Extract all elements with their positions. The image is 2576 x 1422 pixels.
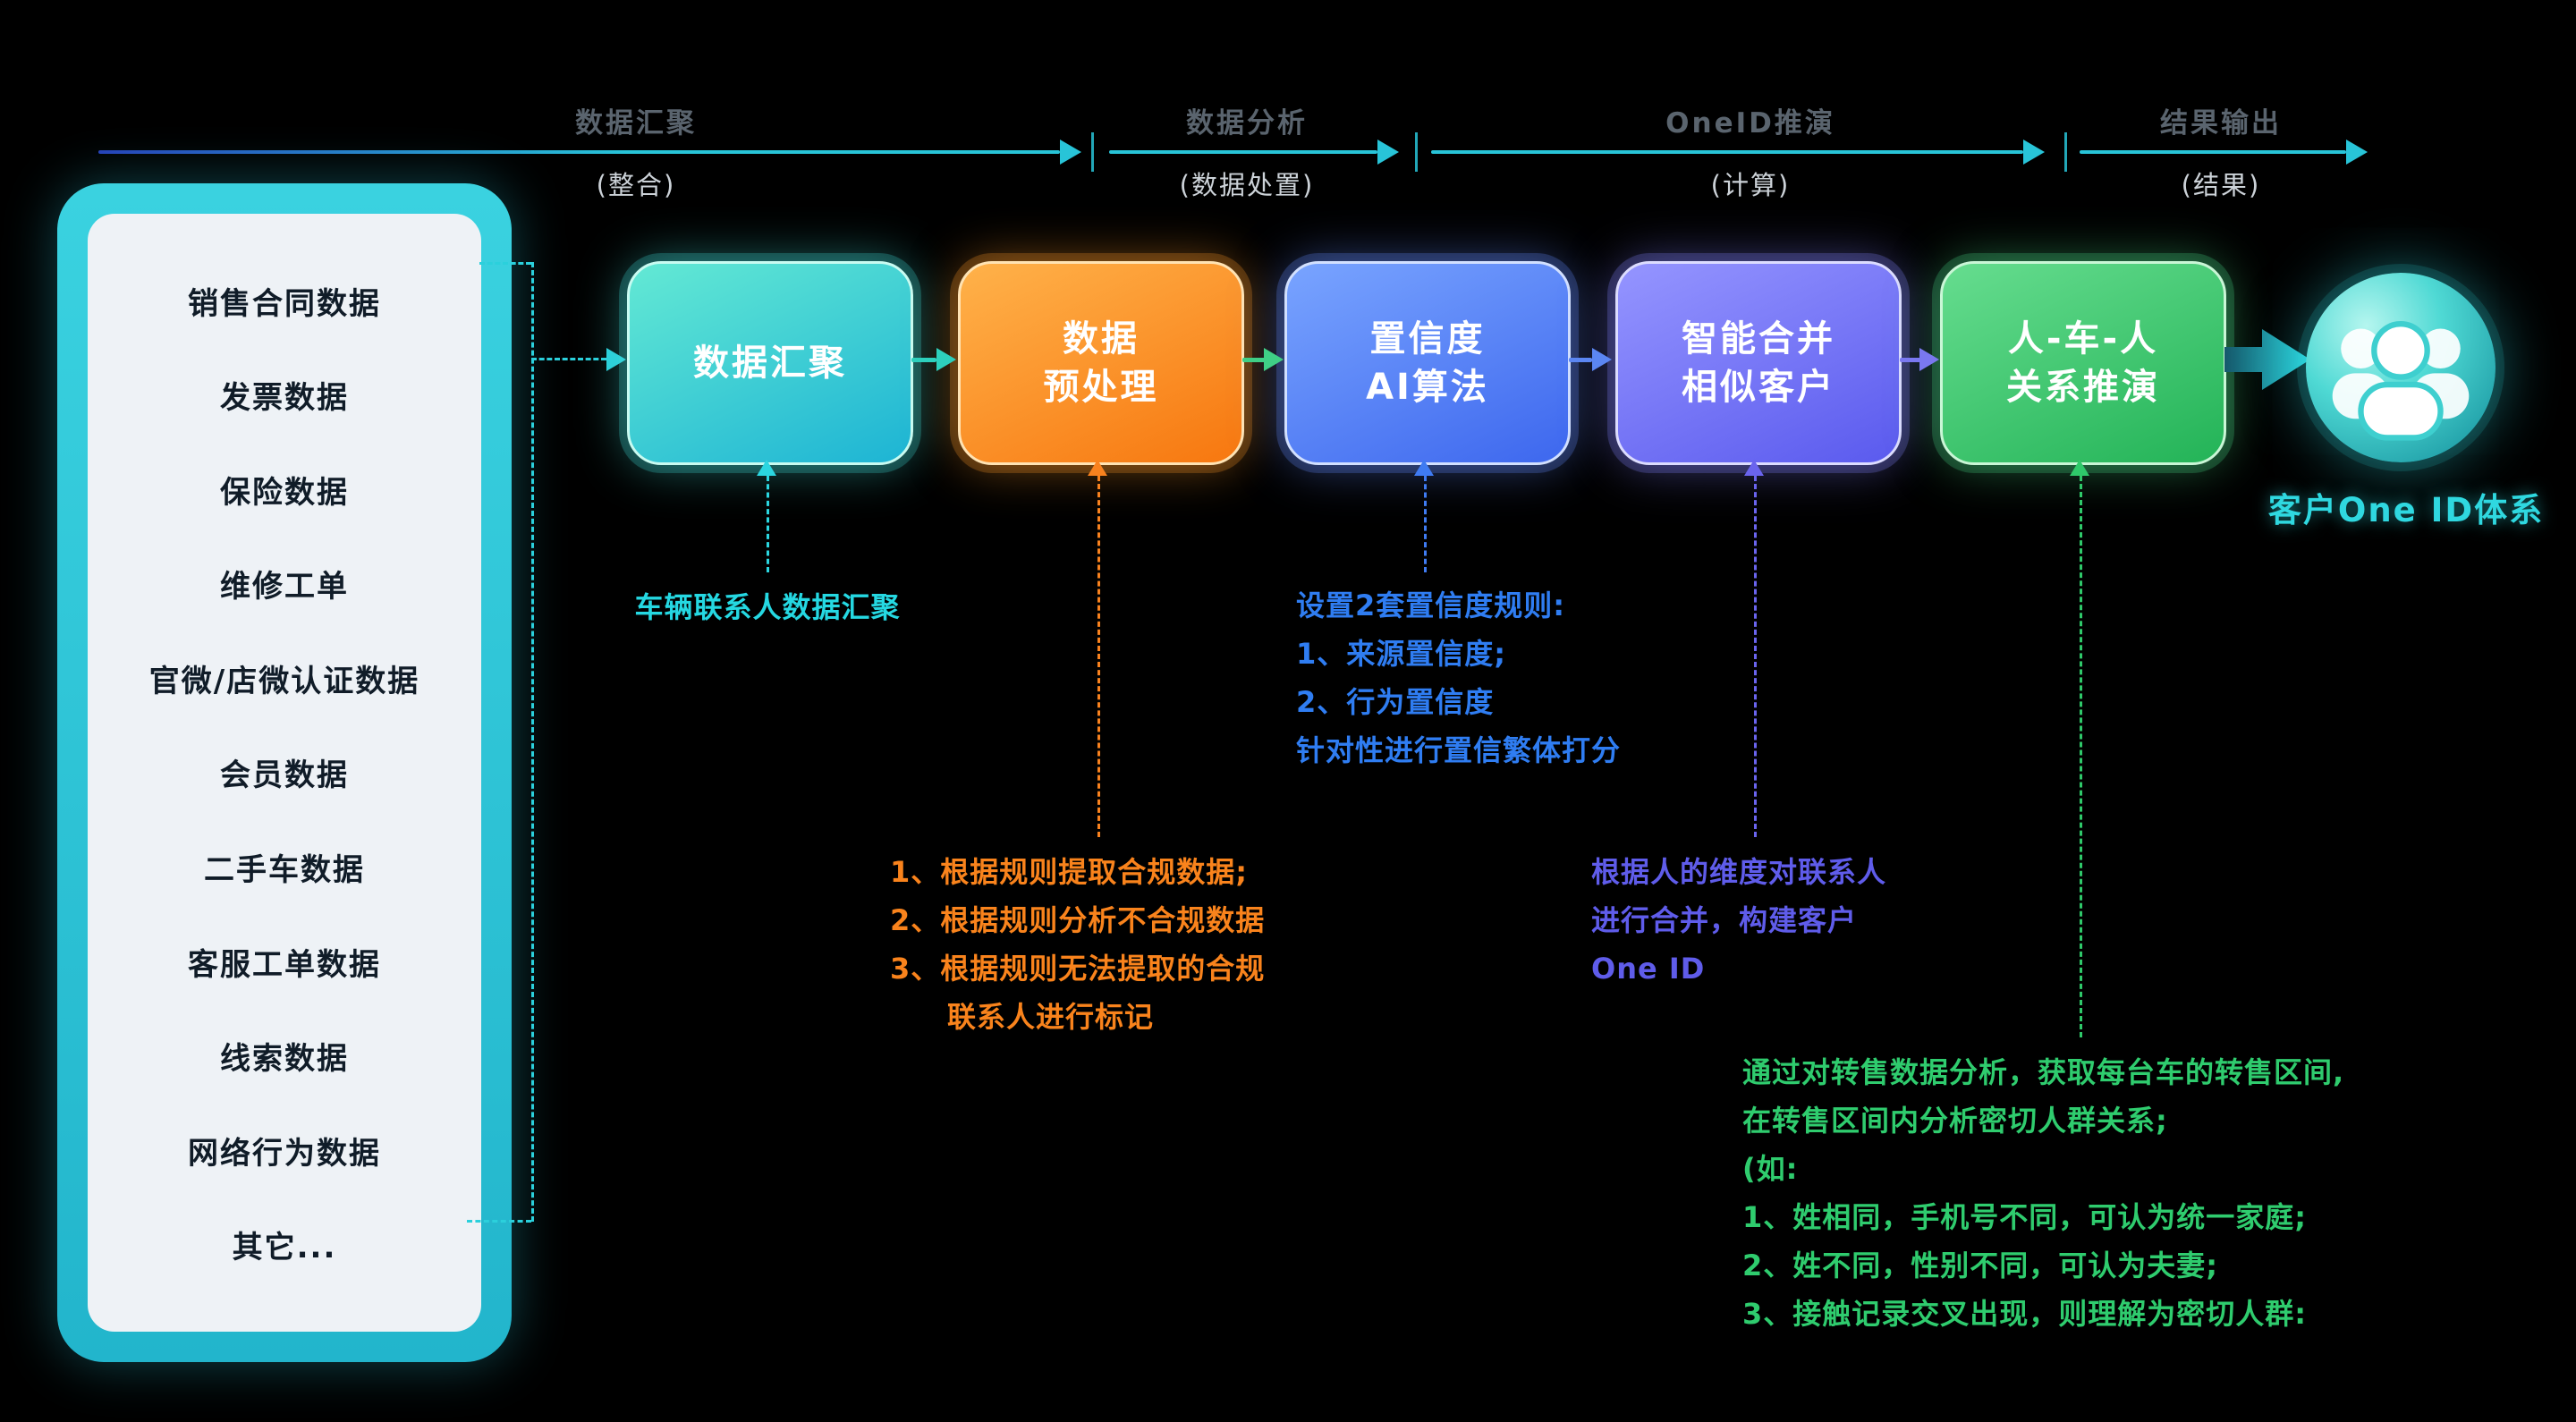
- annotation-line: 1、姓相同，手机号不同，可认为统一家庭;: [1742, 1200, 2308, 1234]
- step-label: 数据: [1063, 318, 1140, 360]
- annotation-line: 1、根据规则提取合规数据;: [890, 855, 1249, 889]
- phase-sub-4: (结果): [2181, 170, 2261, 200]
- annotation-line: 1、来源置信度;: [1296, 637, 1507, 671]
- connector-step4-arrowhead: [1744, 460, 1764, 476]
- people-group-icon: [2332, 321, 2470, 441]
- panel-to-step1-dashed-line: [531, 358, 606, 360]
- step-arrowhead-3: [1592, 348, 1612, 371]
- step-smart-merge: 智能合并 相似客户: [1615, 261, 1902, 465]
- step-arrow-2: [1242, 358, 1266, 362]
- result-label: 客户One ID体系: [2267, 491, 2545, 529]
- connector-step4: [1754, 476, 1757, 837]
- annotation-step2: 1、根据规则提取合规数据; 2、根据规则分析不合规数据 3、根据规则无法提取的合…: [890, 848, 1265, 1041]
- timeline-arrow-1: [98, 150, 1060, 154]
- phase-sub-1: (整合): [596, 170, 676, 200]
- data-sources-list: 销售合同数据 发票数据 保险数据 维修工单 官微/店微认证数据 会员数据 二手车…: [88, 214, 481, 1332]
- step-label: 关系推演: [2006, 367, 2160, 408]
- customer-group-icon: [2306, 273, 2496, 462]
- panel-to-step1-arrowhead: [606, 348, 626, 371]
- step-label: 置信度: [1369, 318, 1486, 360]
- connector-step2: [1097, 476, 1100, 837]
- panel-bracket-vertical: [531, 262, 534, 1222]
- phase-label-2: 数据分析: [1186, 107, 1308, 140]
- source-item: 官微/店微认证数据: [148, 663, 420, 699]
- annotation-line: 针对性进行置信繁体打分: [1296, 733, 1622, 767]
- timeline-arrow-2: [1109, 150, 1377, 154]
- phase-divider-1: [1091, 132, 1094, 172]
- step-label: 预处理: [1043, 367, 1159, 408]
- source-item: 线索数据: [220, 1041, 349, 1078]
- connector-step3-arrowhead: [1414, 460, 1434, 476]
- phase-label-4: 结果输出: [2160, 107, 2282, 140]
- phase-label-1: 数据汇聚: [575, 107, 697, 140]
- step-label: 人-车-人: [2007, 318, 2159, 360]
- phase-label-3: OneID推演: [1665, 107, 1835, 140]
- connector-step5-arrowhead: [2070, 460, 2089, 476]
- phase-sub-2: (数据处置): [1179, 170, 1315, 200]
- annotation-line: 车辆联系人数据汇聚: [634, 590, 901, 624]
- phase-sub-3: (计算): [1710, 170, 1791, 200]
- annotation-step4: 根据人的维度对联系人 进行合并，构建客户 One ID: [1591, 848, 1886, 993]
- timeline-arrowhead-1: [1060, 140, 1081, 165]
- timeline-arrowhead-4: [2346, 140, 2368, 165]
- annotation-line: 2、根据规则分析不合规数据: [890, 903, 1266, 937]
- step-arrowhead-1: [936, 348, 956, 371]
- step-label: 相似客户: [1682, 367, 1835, 408]
- step-arrow-4: [1900, 358, 1921, 362]
- step-relation-inference: 人-车-人 关系推演: [1940, 261, 2226, 465]
- step-data-preprocessing: 数据 预处理: [958, 261, 1244, 465]
- step-confidence-ai: 置信度 AI算法: [1284, 261, 1571, 465]
- timeline-arrow-3: [1431, 150, 2023, 154]
- step-arrowhead-4: [1919, 348, 1939, 371]
- step-label: AI算法: [1366, 367, 1489, 408]
- connector-step2-arrowhead: [1088, 460, 1107, 476]
- source-item: 销售合同数据: [188, 285, 381, 322]
- annotation-line: 进行合并，构建客户: [1591, 903, 1858, 937]
- step-data-aggregation: 数据汇聚: [627, 261, 913, 465]
- phase-divider-2: [1415, 132, 1418, 172]
- step-label: 智能合并: [1682, 318, 1835, 360]
- source-item: 发票数据: [220, 380, 349, 417]
- step-arrowhead-2: [1264, 348, 1284, 371]
- step-arrow-3: [1569, 358, 1592, 362]
- source-item: 维修工单: [220, 569, 349, 605]
- annotation-line: 3、接触记录交叉出现，则理解为密切人群:: [1742, 1297, 2308, 1331]
- timeline-arrowhead-2: [1377, 140, 1399, 165]
- annotation-line: One ID: [1591, 952, 1706, 986]
- annotation-line: 2、姓不同，性别不同，可认为夫妻;: [1742, 1248, 2219, 1282]
- connector-step1: [767, 476, 769, 572]
- annotation-line: 3、根据规则无法提取的合规: [890, 952, 1266, 986]
- annotation-line: 根据人的维度对联系人: [1591, 855, 1887, 889]
- result-arrow: [2224, 329, 2310, 390]
- source-item: 网络行为数据: [188, 1135, 381, 1172]
- annotation-step3: 设置2套置信度规则: 1、来源置信度; 2、行为置信度 针对性进行置信繁体打分: [1296, 581, 1621, 774]
- connector-step1-arrowhead: [757, 460, 776, 476]
- source-item: 其它...: [232, 1230, 337, 1266]
- panel-bracket-bottom-stub: [467, 1220, 531, 1223]
- annotation-line: 2、行为置信度: [1296, 685, 1495, 719]
- annotation-step5: 通过对转售数据分析，获取每台车的转售区间, 在转售区间内分析密切人群关系; (如…: [1742, 1048, 2344, 1338]
- annotation-line: 联系人进行标记: [947, 1000, 1155, 1034]
- step-arrow-1: [911, 358, 936, 362]
- annotation-step1: 车辆联系人数据汇聚: [634, 583, 900, 631]
- panel-bracket-top-stub: [479, 262, 531, 265]
- timeline-arrowhead-3: [2023, 140, 2045, 165]
- source-item: 会员数据: [220, 758, 349, 794]
- data-sources-panel: 销售合同数据 发票数据 保险数据 维修工单 官微/店微认证数据 会员数据 二手车…: [57, 183, 512, 1362]
- source-item: 保险数据: [220, 474, 349, 511]
- phase-divider-3: [2064, 132, 2067, 172]
- annotation-line: 在转售区间内分析密切人群关系;: [1742, 1104, 2168, 1138]
- connector-step5: [2080, 476, 2082, 1037]
- annotation-line: 设置2套置信度规则:: [1296, 588, 1566, 622]
- annotation-line: (如:: [1742, 1152, 1799, 1186]
- timeline-arrow-4: [2080, 150, 2346, 154]
- source-item: 二手车数据: [204, 852, 365, 889]
- source-item: 客服工单数据: [188, 946, 381, 983]
- step-label: 数据汇聚: [693, 343, 847, 384]
- connector-step3: [1424, 476, 1427, 572]
- annotation-line: 通过对转售数据分析，获取每台车的转售区间,: [1742, 1055, 2345, 1089]
